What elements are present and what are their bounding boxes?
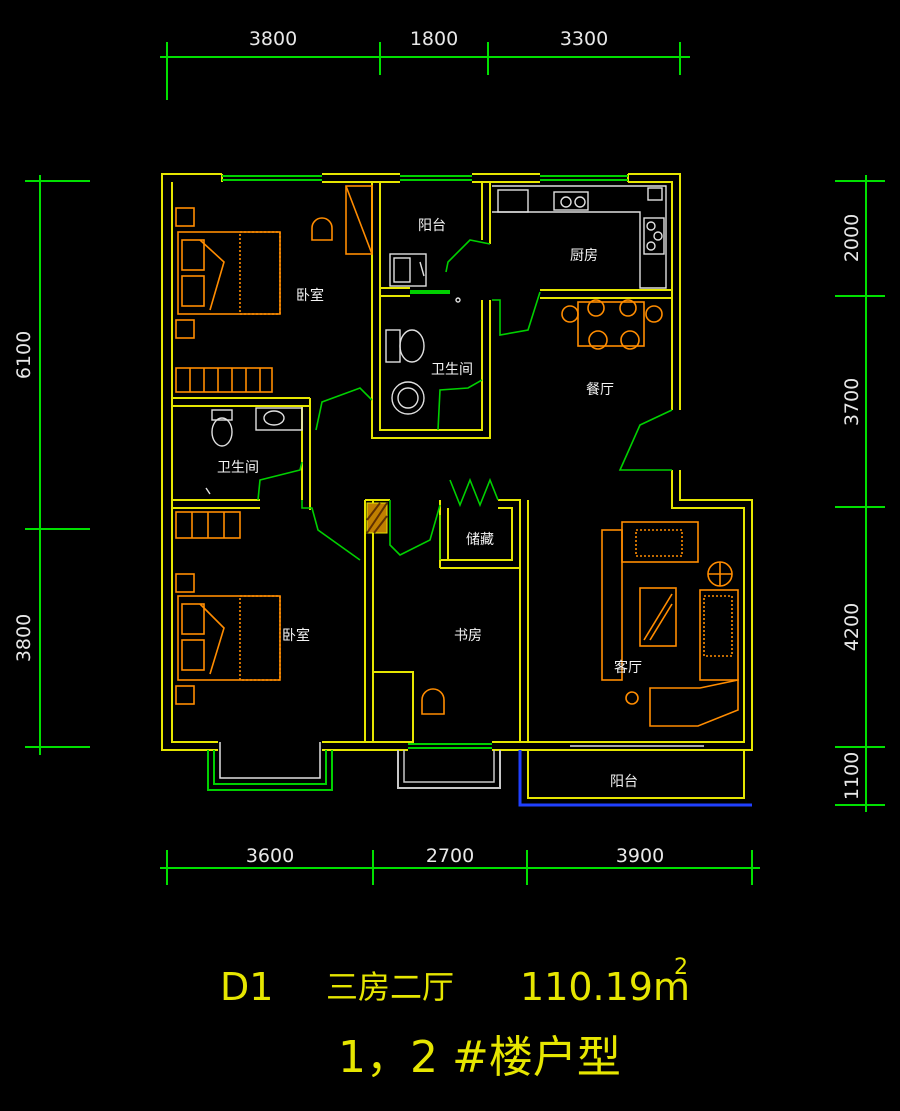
room-balcony-bottom: 阳台 xyxy=(610,774,638,790)
column xyxy=(366,502,388,534)
dim-left-2: 3800 xyxy=(13,614,35,662)
title-layout: 三房二厅 xyxy=(326,968,454,1006)
room-balcony-top: 阳台 xyxy=(418,218,446,234)
room-bedroom-top: 卧室 xyxy=(296,287,324,304)
room-bathroom-left: 卫生间 xyxy=(217,460,259,476)
fixtures xyxy=(205,185,667,495)
dim-top-1: 3800 xyxy=(249,28,297,50)
title-area-superscript: 2 xyxy=(674,955,688,980)
dim-top-3: 3300 xyxy=(560,28,608,50)
title-area: 110.19m xyxy=(520,965,690,1009)
title-building: 1，2 #楼户型 xyxy=(338,1032,621,1083)
title-block: D1 三房二厅 110.19m 2 1，2 #楼户型 xyxy=(220,955,690,1083)
dim-top-2: 1800 xyxy=(410,28,458,50)
dim-bottom-1: 3600 xyxy=(246,845,294,867)
room-study: 书房 xyxy=(454,628,482,644)
title-code: D1 xyxy=(220,965,273,1009)
room-labels: 卧室 阳台 厨房 卫生间 餐厅 卫生间 储藏 卧室 书房 客厅 阳台 xyxy=(217,218,642,790)
dim-right-4: 1100 xyxy=(841,752,863,800)
furniture xyxy=(175,185,739,727)
room-storage: 储藏 xyxy=(466,532,494,548)
dim-left-1: 6100 xyxy=(13,331,35,379)
door-swings xyxy=(257,239,673,561)
room-bedroom-bottom: 卧室 xyxy=(282,627,310,644)
balcony-bottom-outline xyxy=(397,745,752,807)
dim-bottom-2: 2700 xyxy=(426,845,474,867)
dim-right-3: 4200 xyxy=(841,603,863,651)
dim-right-1: 2000 xyxy=(841,214,863,262)
dimension-labels: 3800 1800 3300 3600 2700 3900 6100 3800 … xyxy=(13,28,863,867)
walls xyxy=(161,173,753,751)
dim-bottom-3: 3900 xyxy=(616,845,664,867)
windows xyxy=(207,175,628,791)
room-dining: 餐厅 xyxy=(586,382,614,398)
dim-right-2: 3700 xyxy=(841,378,863,426)
dimension-lines xyxy=(25,42,885,885)
room-living: 客厅 xyxy=(614,659,642,676)
room-bathroom-center: 卫生间 xyxy=(431,362,473,378)
room-kitchen: 厨房 xyxy=(570,248,598,264)
